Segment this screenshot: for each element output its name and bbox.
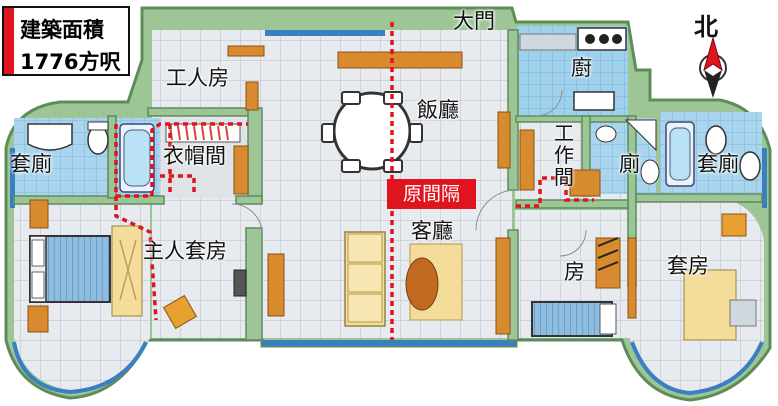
bedroom-label: 房 (564, 260, 585, 284)
original-partition-tag: 原間隔 (387, 179, 476, 209)
utility-room-label: 工作間 (554, 121, 574, 189)
dining-label: 飯廳 (417, 98, 459, 122)
area-value: 1776方呎 (20, 50, 121, 74)
main-door-label: 大門 (453, 9, 495, 33)
master-bed (29, 225, 143, 317)
window-bays (10, 30, 767, 396)
kitchen-label: 廚 (571, 56, 592, 80)
area-box: 建築面積 1776方呎 (2, 6, 130, 76)
servant-room-label: 工人房 (166, 66, 229, 90)
walk-in-closet-label: 衣帽間 (163, 144, 226, 168)
original-partition-lines (114, 22, 594, 340)
interior-walls (13, 29, 763, 341)
ensuite-left-label: 套廁 (10, 152, 52, 176)
area-title: 建築面積 (20, 18, 104, 42)
living-room-label: 客廳 (411, 219, 453, 243)
master-suite-label: 主人套房 (143, 239, 227, 263)
door-swings (231, 89, 587, 257)
furniture (27, 27, 761, 341)
north-label: 北 (694, 13, 718, 41)
area-box-accent (4, 8, 14, 74)
ensuite-right-label: 套廁 (697, 152, 739, 176)
toilet-label: 廁 (619, 152, 640, 176)
north-arrow-icon (699, 36, 727, 98)
suite-label: 套房 (667, 254, 709, 278)
